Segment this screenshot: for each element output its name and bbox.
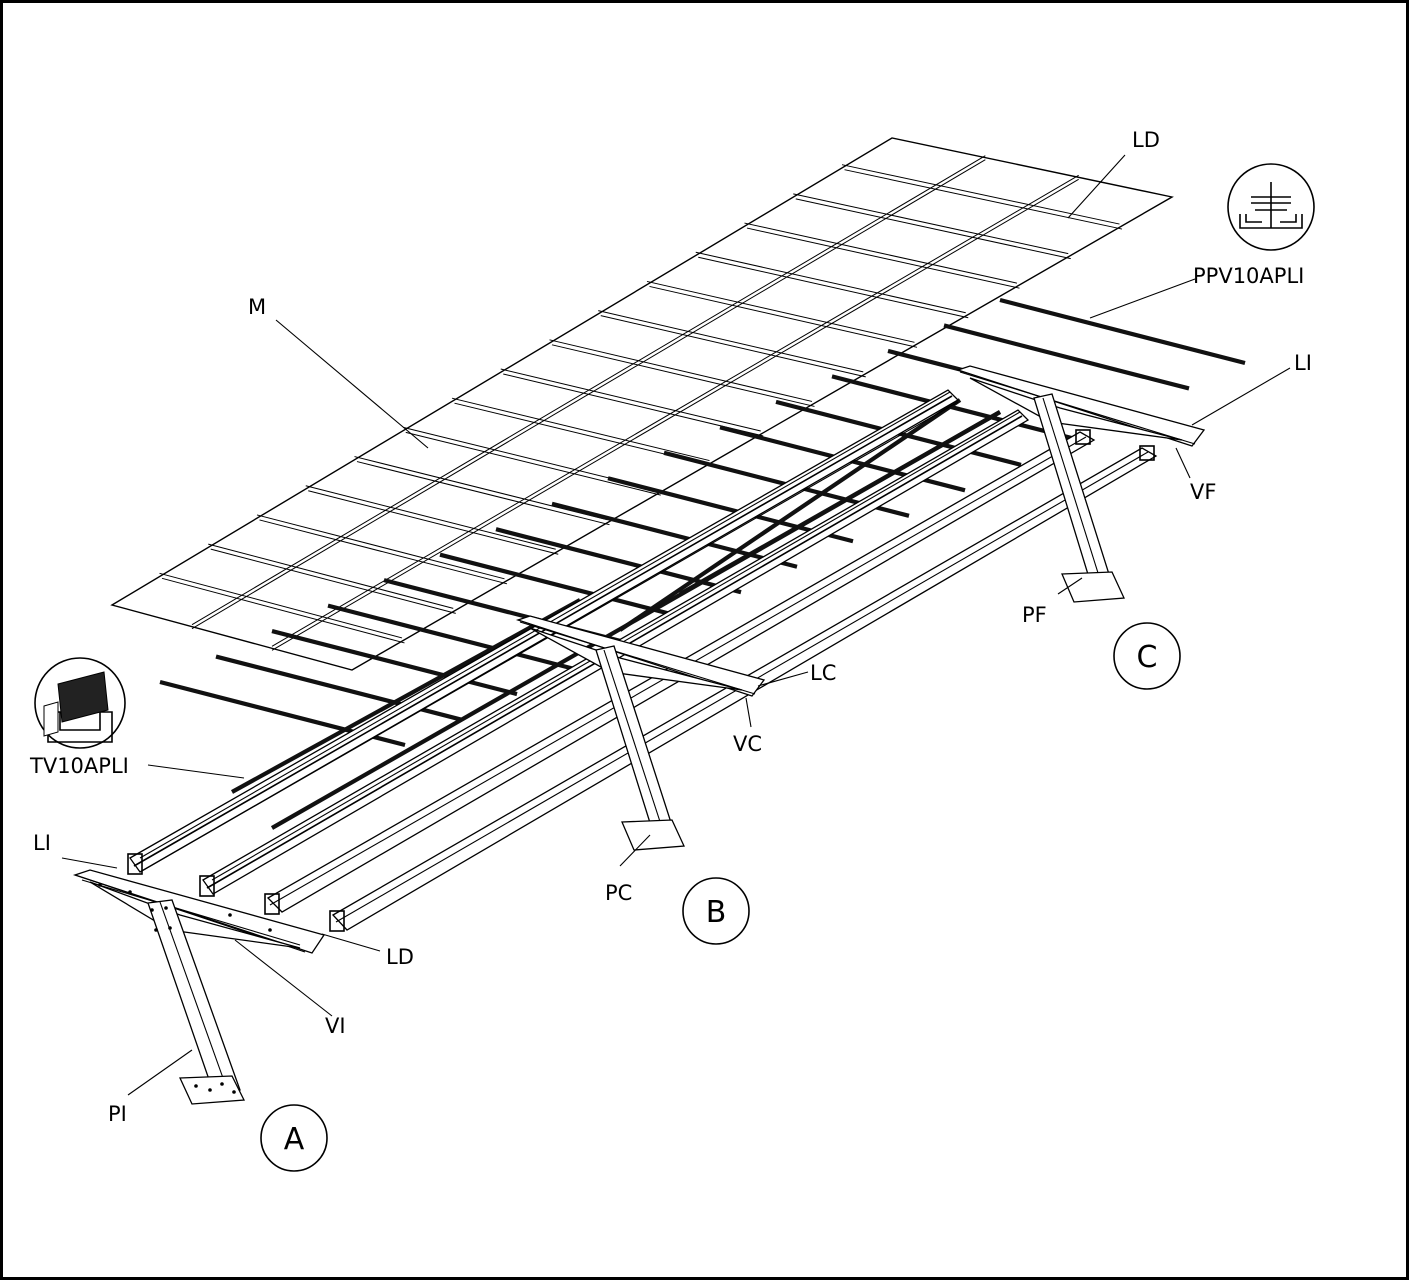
purlin-bar [327,603,574,671]
support-tag-b: B [682,877,750,945]
panel-row-divider [503,373,764,437]
panel-row-divider [598,310,864,373]
label-lc: LC [810,661,836,685]
panel-column-divider [191,159,986,630]
panel-row-divider [208,543,454,609]
bolt [208,1088,212,1092]
bolt [228,913,232,917]
panel-row-divider [649,285,918,348]
panel-grid [159,155,1123,651]
panel-row-divider [695,251,966,314]
bolt [220,1082,224,1086]
support-b-frame [515,615,766,851]
callout-leaders [61,154,1291,1096]
panel-column-divider [271,174,1079,647]
support-c-frame [955,365,1206,603]
panel-row-divider [256,514,505,580]
panel-column-divider [191,155,986,626]
panel-row-divider [405,431,661,496]
panel-row-divider [600,315,866,378]
rail-bar [678,410,1002,596]
support-tag-a: A [260,1104,328,1172]
label-ld-top: LD [1132,128,1160,152]
panel-row-divider [746,227,1020,289]
label-pc: PC [605,881,632,905]
support-tags: A B C [260,622,1181,1172]
panel-row-divider [500,368,761,432]
bolt [164,906,168,910]
support-tag-a-text: A [284,1122,305,1157]
purlin-bar [999,297,1246,366]
rail-bar [618,398,962,632]
label-vc: VC [733,732,762,756]
panel-row-divider [793,193,1069,255]
panel-row-divider [210,548,456,614]
label-vf: VF [1190,480,1216,504]
label-tv10apli: TV10APLI [29,754,129,778]
panel-row-divider [308,490,559,555]
label-ppv10apli: PPV10APLI [1193,264,1304,288]
panel-row-divider [159,572,403,639]
panel-row-divider [356,461,610,526]
panel-row-divider [646,280,915,343]
bolt [194,1084,198,1088]
pv-module-array [110,137,1174,671]
panel-row-divider [161,577,405,644]
panel-row-divider [549,339,813,402]
purlin-bar [439,552,686,620]
bolt [268,928,272,932]
bolt [154,928,158,932]
label-ld-bottom: LD [386,945,414,969]
support-tag-c-text: C [1137,640,1158,675]
part-labels: LD M PPV10APLI LI VF PF LC VC TV10APLI L… [29,128,1312,1126]
bolt [150,908,154,912]
panel-row-divider [551,344,815,407]
purlin-bar [551,501,798,569]
label-vi: VI [325,1014,346,1038]
panel-row-divider [744,222,1018,284]
label-li-right: LI [1294,351,1312,375]
panel-row-divider [841,164,1120,225]
bolts-a [98,883,272,1094]
panel-row-divider [305,485,556,550]
rail-bar [230,598,582,794]
label-pi: PI [108,1102,127,1126]
label-li-left: LI [33,831,51,855]
panel-row-divider [259,519,508,585]
panel-column-divider [271,178,1079,651]
bolt [232,1090,236,1094]
bolt [168,926,172,930]
support-tag-c: C [1113,622,1181,690]
panel-row-divider [698,256,969,319]
profile-detail-icon [34,657,126,749]
support-tag-b-text: B [706,895,727,930]
purlin-bars [159,297,1246,830]
bolt [128,890,132,894]
purlin-bar [831,374,1078,442]
panel-row-divider [795,198,1071,260]
label-pf: PF [1022,603,1047,627]
purlin-bar [271,629,518,697]
bolt [98,883,102,887]
support-a-frame [72,869,326,1105]
label-m: M [248,295,266,319]
purlin-bar [943,323,1190,391]
panel-row-divider [451,397,710,462]
clamp-detail-icon [1227,163,1315,251]
panel-row-divider [844,169,1123,230]
